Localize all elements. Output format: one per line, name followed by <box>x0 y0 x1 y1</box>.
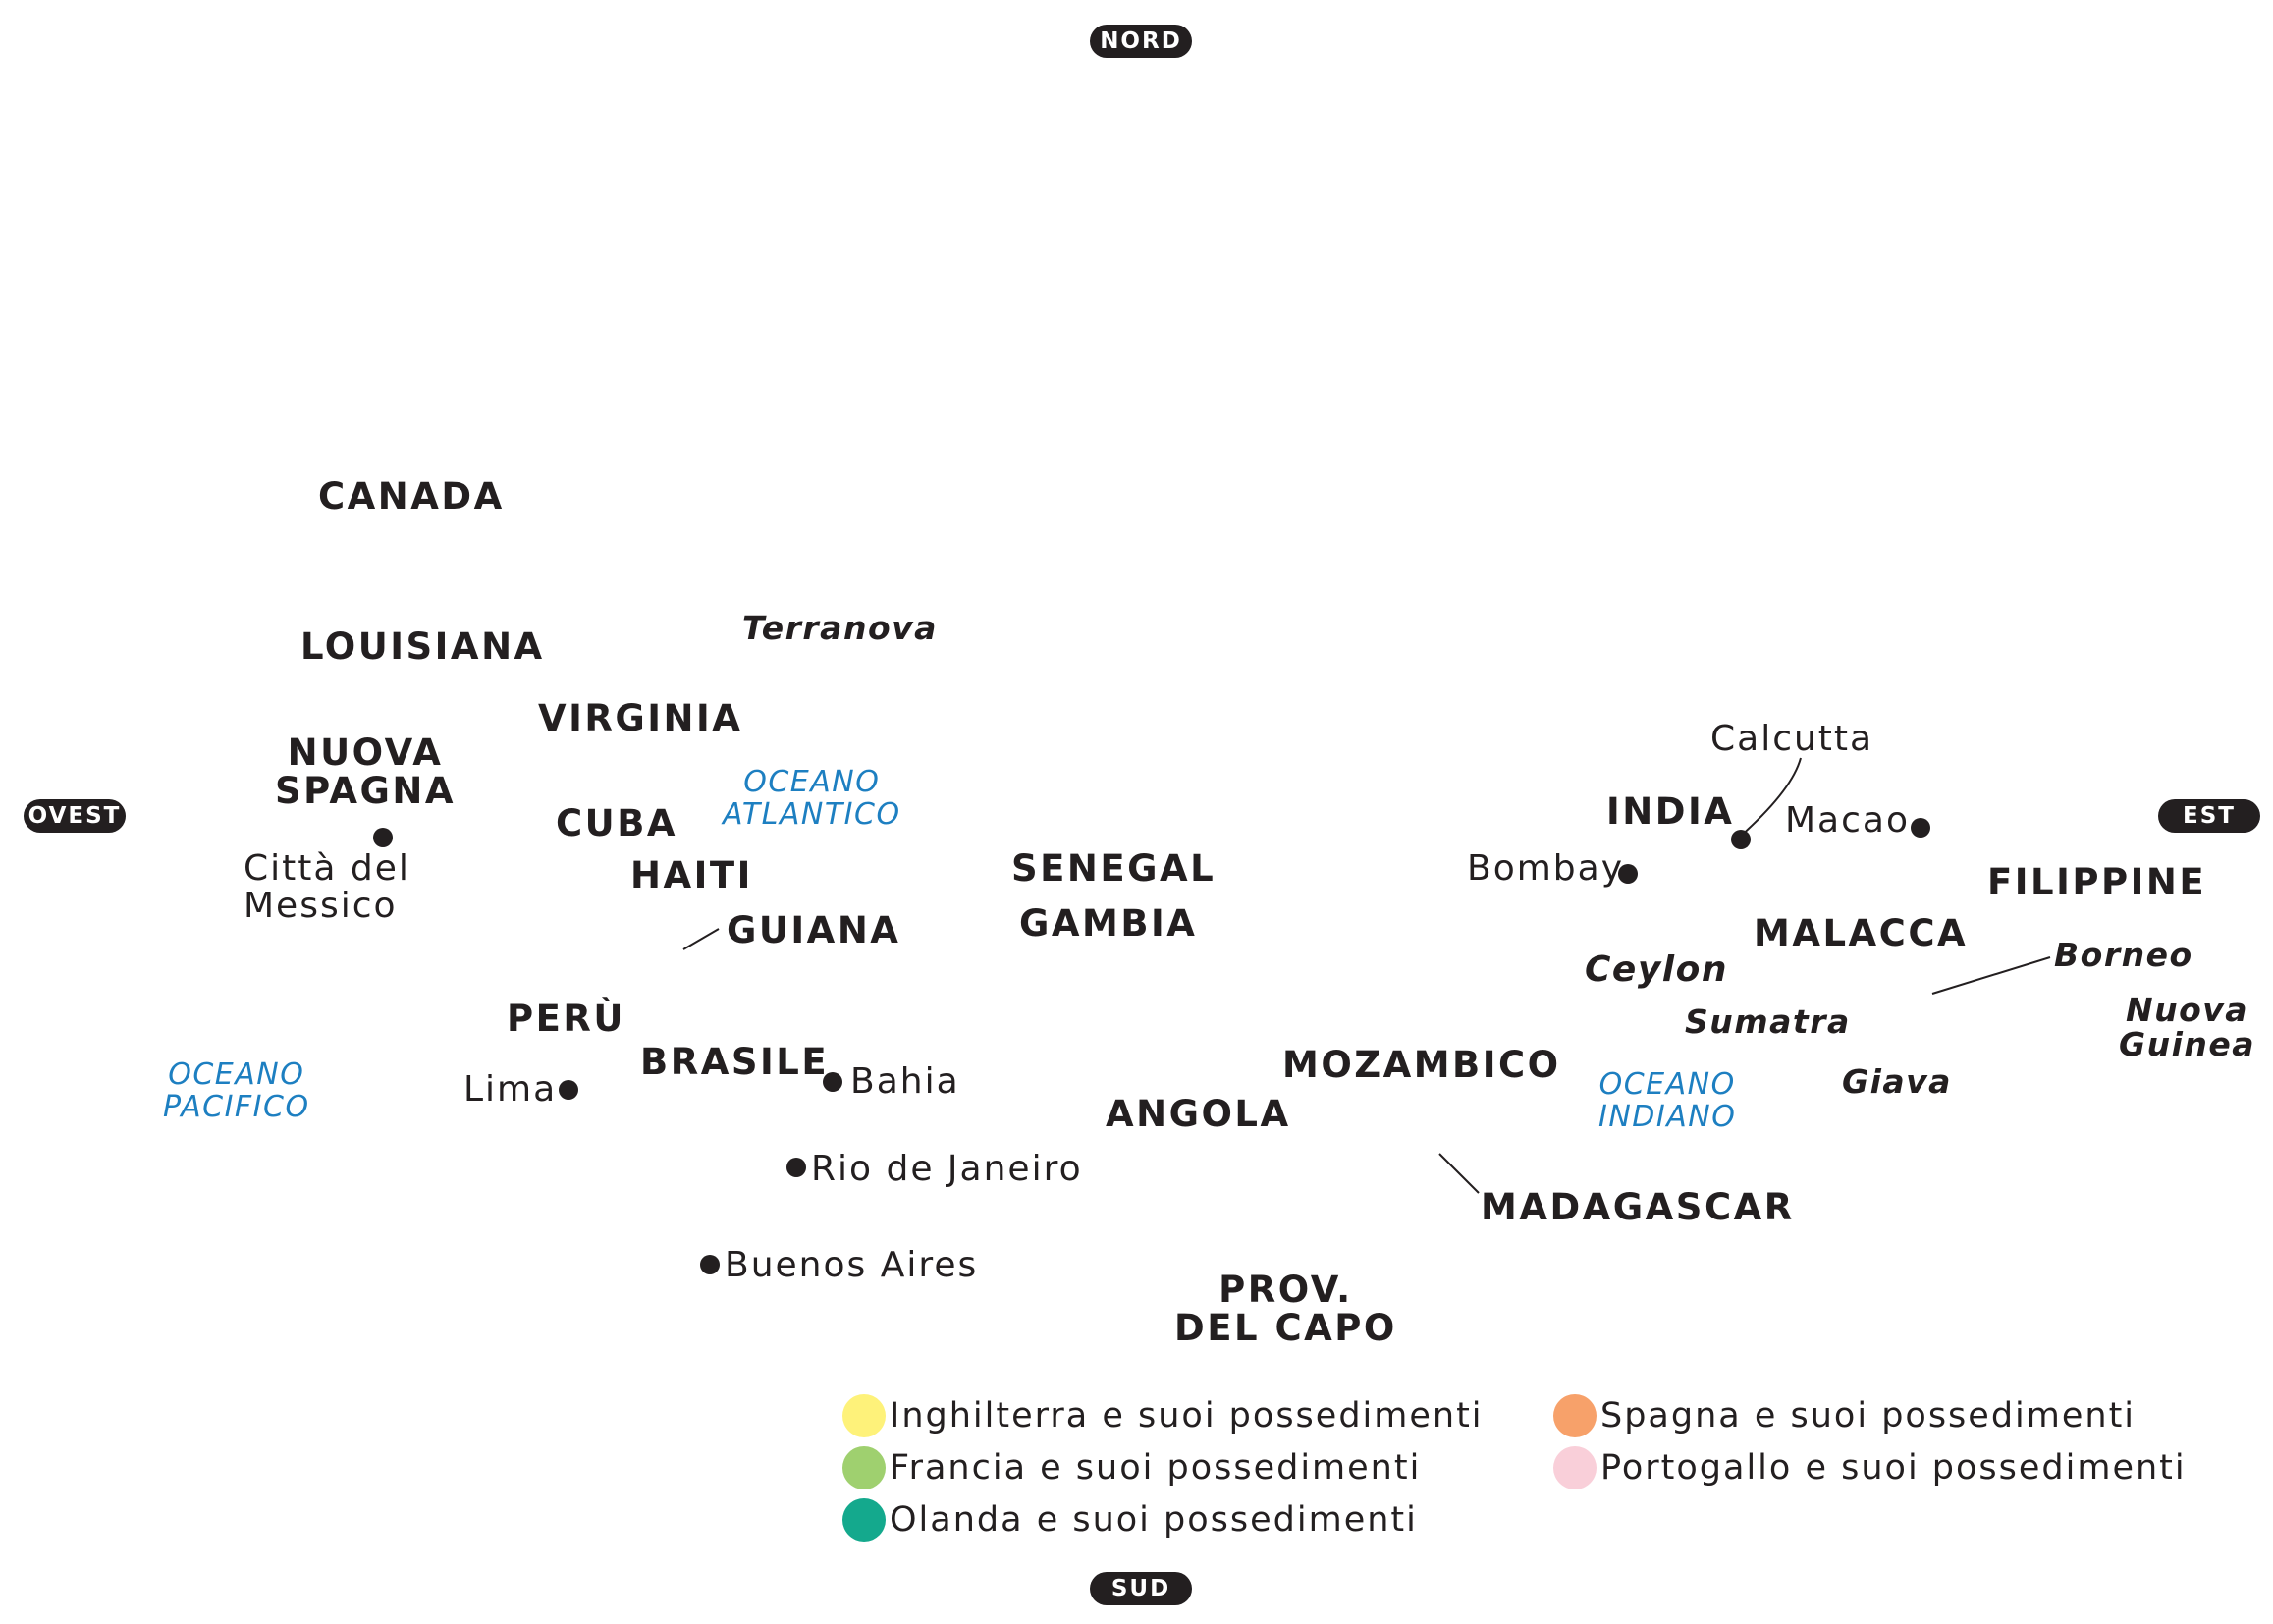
legend-label-francia: Francia e suoi possedimenti <box>890 1448 1422 1488</box>
region-label-malacca: MALACCA <box>1754 912 1969 954</box>
legend-label-olanda: Olanda e suoi possedimenti <box>890 1500 1418 1540</box>
ocean-label-indiano-line-1: OCEANO <box>1598 1067 1736 1102</box>
region-label-angola: ANGOLA <box>1106 1093 1291 1135</box>
city-label-citta-del-messico-line-2: Messico <box>244 885 398 926</box>
legend-label-inghilterra: Inghilterra e suoi possedimenti <box>890 1396 1484 1435</box>
legend-label-portogallo: Portogallo e suoi possedimenti <box>1600 1448 2187 1488</box>
city-dot-rio-de-janeiro <box>786 1158 806 1177</box>
city-dot-bombay <box>1618 864 1638 884</box>
region-label-cuba: CUBA <box>556 802 678 844</box>
region-label-brasile: BRASILE <box>640 1041 830 1083</box>
ocean-label-atlantico-line-1: OCEANO <box>743 765 881 799</box>
compass-south-badge: SUD <box>1090 1572 1192 1605</box>
city-dot-lima <box>559 1080 578 1100</box>
ocean-label-pacifico: OCEANO PACIFICO <box>163 1058 310 1123</box>
city-dot-citta-del-messico <box>373 828 393 847</box>
legend-swatch-olanda <box>842 1498 886 1542</box>
compass-north-badge: NORD <box>1090 25 1192 58</box>
region-label-nuova-spagna: NUOVA SPAGNA <box>275 731 456 812</box>
ocean-label-indiano: OCEANO INDIANO <box>1598 1068 1736 1133</box>
city-label-buenos-aires: Buenos Aires <box>725 1245 979 1285</box>
ocean-label-pacifico-line-1: OCEANO <box>168 1057 305 1092</box>
city-dot-buenos-aires <box>700 1255 720 1274</box>
ocean-label-pacifico-line-2: PACIFICO <box>163 1090 310 1124</box>
island-label-nuova-guinea-line-1: Nuova <box>2125 991 2249 1029</box>
city-dot-bahia <box>823 1072 842 1092</box>
legend-swatch-spagna <box>1553 1394 1597 1437</box>
city-label-citta-del-messico: Città del Messico <box>244 850 410 925</box>
compass-west-badge: OVEST <box>24 799 126 833</box>
madagascar-leader-line <box>1438 1153 1480 1194</box>
region-label-peru: PERÙ <box>507 998 625 1040</box>
compass-east-badge: EST <box>2158 799 2260 833</box>
city-label-macao: Macao <box>1785 800 1910 840</box>
legend-swatch-portogallo <box>1553 1446 1597 1489</box>
city-dot-calcutta <box>1731 830 1751 849</box>
region-label-haiti: HAITI <box>630 854 753 896</box>
city-label-calcutta: Calcutta <box>1710 719 1874 759</box>
ocean-label-atlantico: OCEANO ATLANTICO <box>723 766 901 831</box>
legend-item-portogallo: Portogallo e suoi possedimenti <box>1553 1446 2187 1489</box>
region-label-prov-del-capo: PROV. DEL CAPO <box>1174 1269 1397 1349</box>
region-label-filippine: FILIPPINE <box>1987 861 2207 903</box>
guiana-leader-line <box>682 928 720 950</box>
legend-label-spagna: Spagna e suoi possedimenti <box>1600 1396 2137 1435</box>
island-label-nuova-guinea: Nuova Guinea <box>2119 991 2256 1063</box>
island-label-ceylon: Ceylon <box>1585 949 1729 990</box>
island-label-borneo: Borneo <box>2054 936 2193 974</box>
region-label-mozambico: MOZAMBICO <box>1282 1044 1561 1086</box>
region-label-madagascar: MADAGASCAR <box>1481 1186 1795 1228</box>
city-label-lima: Lima <box>463 1069 558 1110</box>
region-label-senegal: SENEGAL <box>1011 847 1217 890</box>
region-label-gambia: GAMBIA <box>1019 902 1198 945</box>
ocean-label-atlantico-line-2: ATLANTICO <box>723 797 901 832</box>
region-label-nuova-spagna-line-2: SPAGNA <box>275 769 456 812</box>
region-label-louisiana: LOUISIANA <box>300 625 545 668</box>
region-label-guiana: GUIANA <box>727 909 901 951</box>
city-dot-macao <box>1911 818 1930 838</box>
calcutta-leader-line <box>1739 757 1802 838</box>
region-label-prov-del-capo-line-2: DEL CAPO <box>1174 1306 1397 1349</box>
borneo-leader-line <box>1931 956 2051 995</box>
region-label-india: INDIA <box>1606 790 1735 833</box>
ocean-label-indiano-line-2: INDIANO <box>1598 1100 1737 1134</box>
region-label-nuova-spagna-line-1: NUOVA <box>287 731 444 774</box>
island-label-nuova-guinea-line-2: Guinea <box>2119 1024 2256 1063</box>
city-label-bombay: Bombay <box>1467 848 1625 889</box>
city-label-rio-de-janeiro: Rio de Janeiro <box>811 1149 1083 1189</box>
legend-item-spagna: Spagna e suoi possedimenti <box>1553 1394 2136 1437</box>
city-label-citta-del-messico-line-1: Città del <box>244 848 410 889</box>
legend-swatch-francia <box>842 1446 886 1489</box>
region-label-virginia: VIRGINIA <box>538 697 743 739</box>
legend-swatch-inghilterra <box>842 1394 886 1437</box>
island-label-giava: Giava <box>1842 1062 1952 1101</box>
city-label-bahia: Bahia <box>850 1061 960 1102</box>
island-label-terranova: Terranova <box>742 609 938 647</box>
region-label-prov-del-capo-line-1: PROV. <box>1218 1269 1353 1311</box>
legend-item-olanda: Olanda e suoi possedimenti <box>842 1498 1418 1542</box>
island-label-sumatra: Sumatra <box>1685 1002 1851 1041</box>
legend-item-inghilterra: Inghilterra e suoi possedimenti <box>842 1394 1484 1437</box>
region-label-canada: CANADA <box>318 475 505 517</box>
legend-item-francia: Francia e suoi possedimenti <box>842 1446 1421 1489</box>
